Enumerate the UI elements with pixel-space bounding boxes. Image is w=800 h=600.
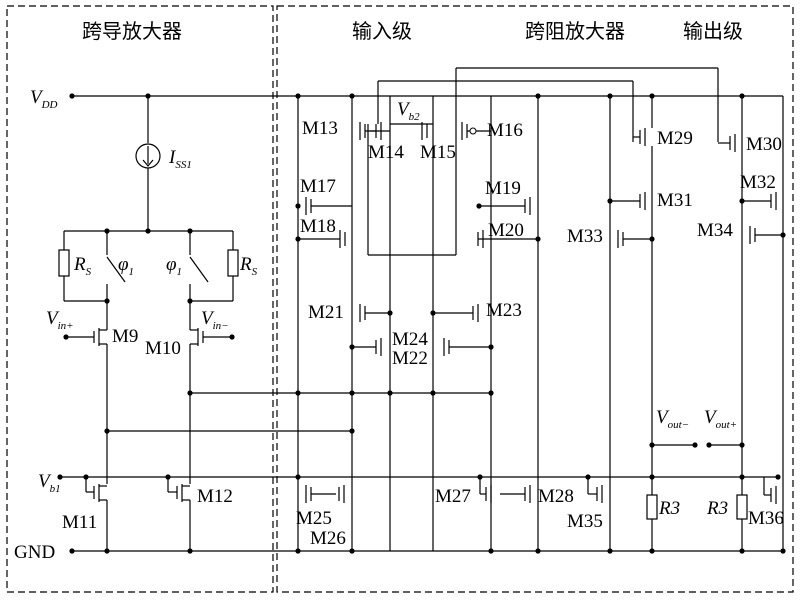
transistor-m35: M35 — [567, 477, 603, 532]
r3-left-label: R3 — [658, 498, 680, 519]
transistor-m33: M33 — [567, 226, 655, 248]
section-titles: 跨导放大器 输入级 跨阻放大器 输出级 — [82, 19, 743, 43]
r3-right-label: R3 — [706, 498, 728, 519]
transistor-m23: M23 — [430, 300, 522, 322]
transistor-m15: M15 — [420, 122, 456, 163]
title-input-stage: 输入级 — [352, 19, 412, 43]
transistor-m16: M16 — [461, 120, 523, 141]
resistor-rs-left — [58, 249, 70, 277]
m13-label: M13 — [302, 118, 338, 139]
signal-buses — [104, 390, 494, 434]
m14-label: M14 — [368, 142, 404, 163]
vdd-label: VDD — [30, 87, 58, 111]
m30-label: M30 — [746, 134, 782, 155]
resistor-rs-right — [227, 249, 239, 277]
vb2-label: Vb2 — [397, 99, 420, 123]
transistor-m28: M28 — [500, 485, 574, 507]
m23-label: M23 — [486, 300, 522, 321]
m12-label: M12 — [197, 486, 233, 507]
transistor-m30: M30 — [718, 134, 782, 155]
rs-right-label: RS — [239, 254, 258, 278]
transistor-m22: M22 — [349, 338, 428, 369]
m35-label: M35 — [567, 511, 603, 532]
m24-label: M24 — [392, 329, 428, 350]
transistor-m11: M11 — [62, 477, 108, 551]
core-border — [276, 5, 794, 593]
m31-label: M31 — [657, 190, 693, 211]
switch-phi1-left — [106, 256, 126, 283]
iss1-label: ISS1 — [168, 147, 192, 171]
m26-label: M26 — [310, 528, 346, 549]
rs-left-label: RS — [73, 254, 92, 278]
m22-label: M22 — [392, 348, 428, 369]
resistor-r3-left — [646, 494, 658, 520]
output-loads: Vout− Vout+ R3 R3 — [646, 407, 748, 520]
m34-label: M34 — [697, 220, 733, 241]
transistor-m20: M20 — [477, 220, 541, 248]
m29-label: M29 — [657, 128, 693, 149]
m11-label: M11 — [62, 512, 97, 533]
m27-label: M27 — [435, 486, 471, 507]
m25-label: M25 — [296, 508, 332, 529]
transistor-m14: M14 — [368, 122, 404, 163]
switch-phi1-right — [189, 256, 209, 283]
m32-label: M32 — [740, 172, 776, 193]
vout-minus-label: Vout− — [656, 407, 689, 431]
transistor-m36: M36 — [748, 477, 784, 529]
section-borders — [6, 5, 794, 593]
gnd-rail: GND — [14, 542, 783, 563]
vb1-bias-line — [57, 474, 781, 480]
transistor-m29: M29 — [633, 93, 693, 551]
vb1-label: Vb1 — [38, 471, 61, 495]
vin-plus-label: Vin+ — [46, 308, 74, 332]
transistor-m25: M25 — [296, 485, 336, 529]
transistor-m12: M12 — [167, 477, 233, 551]
input-stage: M13 M14 M15 M16 Vb2 — [295, 67, 719, 551]
transistor-m31: M31 — [607, 190, 693, 211]
transistor-m26: M26 — [310, 485, 346, 549]
output-stage: M30 M32 M34 M36 — [697, 93, 786, 551]
m33-label: M33 — [567, 226, 603, 247]
tia-circuit: M27 M28 M29 M31 M — [435, 93, 693, 551]
m36-label: M36 — [748, 508, 784, 529]
tca-border — [6, 5, 274, 593]
transistor-m32: M32 — [739, 172, 777, 210]
transistor-m19: M19 — [476, 178, 531, 215]
transistor-m17: M17 — [295, 176, 352, 215]
m21-label: M21 — [308, 302, 344, 323]
m19-label: M19 — [485, 178, 521, 199]
transistor-m10: M10 Vin− — [145, 308, 235, 393]
transistor-m18: M18 — [295, 216, 346, 248]
transistor-m24: M24 — [392, 329, 494, 356]
m18-label: M18 — [300, 216, 336, 237]
title-output-stage: 输出级 — [683, 19, 743, 43]
vin-minus-label: Vin− — [201, 308, 229, 332]
resistor-r3-right — [736, 494, 748, 520]
gnd-junctions — [104, 548, 786, 554]
transistor-m27: M27 — [435, 477, 492, 507]
m10-label: M10 — [145, 338, 181, 359]
transistor-m21: M21 — [308, 302, 393, 323]
phi1-right-label: φ1 — [166, 254, 182, 278]
tca-circuit: ISS1 RS φ1 RS φ1 — [38, 93, 258, 551]
gnd-label: GND — [14, 542, 55, 563]
vdd-rail: VDD — [30, 87, 783, 111]
title-tia: 跨阻放大器 — [525, 19, 625, 43]
m16-label: M16 — [487, 120, 523, 141]
m28-label: M28 — [538, 486, 574, 507]
m15-label: M15 — [420, 142, 456, 163]
m9-label: M9 — [112, 326, 138, 347]
vout-plus-label: Vout+ — [704, 407, 737, 431]
m17-label: M17 — [300, 176, 336, 197]
transistor-m34: M34 — [697, 220, 786, 244]
title-tca: 跨导放大器 — [82, 19, 182, 43]
transistor-m9: M9 Vin+ — [46, 308, 138, 431]
phi1-left-label: φ1 — [118, 254, 134, 278]
m20-label: M20 — [488, 220, 524, 241]
transistor-m13: M13 — [302, 118, 390, 140]
